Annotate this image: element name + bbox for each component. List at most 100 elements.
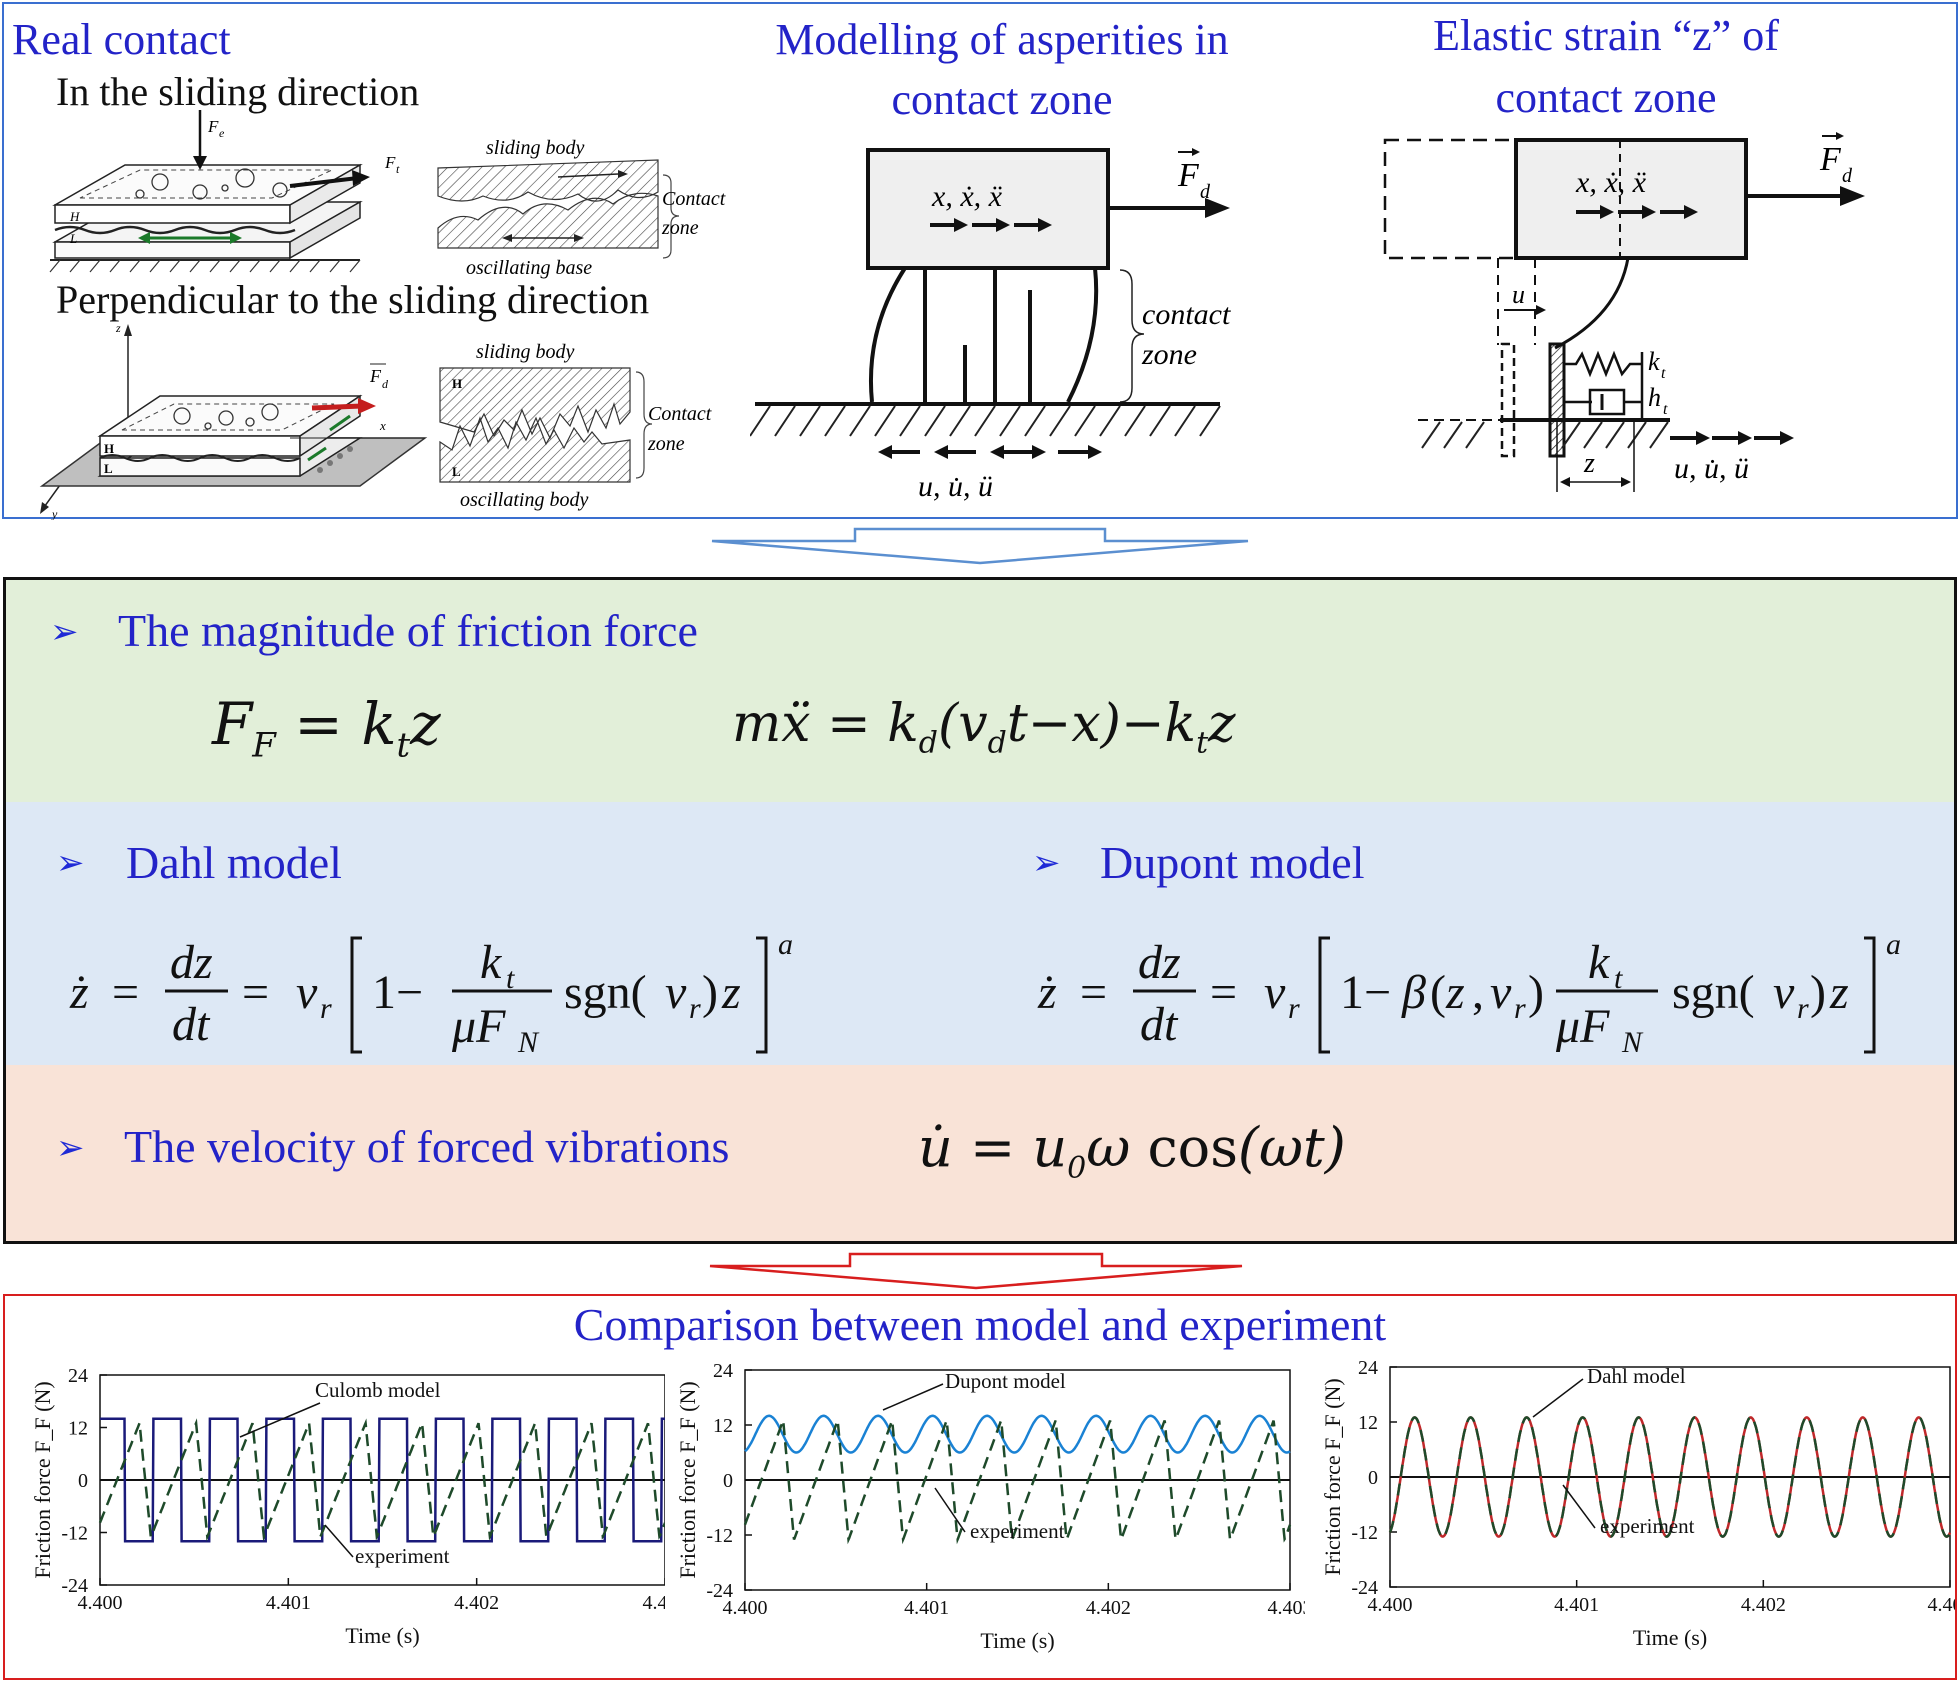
svg-text:t: t (506, 962, 515, 995)
oscillating-base-label: oscillating base (466, 257, 592, 279)
x-tick-label: 4.401 (904, 1597, 949, 1619)
comparison-panel (3, 1294, 1957, 1680)
svg-text:sgn(: sgn( (1672, 966, 1755, 1019)
velocity-equation: u̇ = u0ω cos(ωt) (918, 1116, 1346, 1186)
contact-label: Contact (662, 188, 726, 210)
l3-label: L (452, 464, 461, 479)
u-label: u (1512, 280, 1525, 309)
y-axis-label: Friction force F_F (N) (675, 1381, 700, 1578)
friction-equation-2: mẍ = kd(vdt−x)−ktz (732, 694, 1236, 761)
y-tick-label: 24 (68, 1365, 88, 1387)
y-tick-label: 0 (1368, 1467, 1378, 1489)
top-panel (2, 2, 1958, 519)
svg-text:dt: dt (1140, 998, 1179, 1051)
contact-label-2: Contact (648, 403, 712, 425)
annotation-leader (1532, 1378, 1584, 1418)
svg-text:=: = (1210, 966, 1237, 1019)
sliding-block-drawing: H L F e F t (49, 110, 400, 273)
series-line (744, 1414, 1291, 1454)
friction-section (6, 580, 1954, 802)
svg-text:ż: ż (69, 966, 89, 1019)
svg-text:d: d (1842, 165, 1853, 187)
experiment-annotation-2: experiment (970, 1519, 1065, 1543)
svg-text:z: z (1445, 966, 1465, 1019)
velocity-section (6, 1065, 1954, 1241)
elastic-strain-diagram: x, ẋ, ẍ F d u k t h t z (1383, 132, 1865, 492)
svg-text:e: e (219, 126, 225, 140)
dahl-annotation: Dahl model (1587, 1364, 1686, 1388)
svg-text:dz: dz (1138, 936, 1181, 989)
y-tick-label: 24 (713, 1360, 733, 1382)
ft-label: F (384, 153, 396, 172)
sliding-contact-detail: sliding body oscillating base Contact zo… (437, 137, 726, 279)
perpendicular-contact-detail: H L sliding body oscillating body Contac… (439, 341, 712, 511)
series-line (743, 1415, 1292, 1545)
svg-text:=: = (1080, 966, 1107, 1019)
h-label: H (69, 209, 80, 224)
svg-text:k: k (1588, 936, 1611, 989)
svg-text:t: t (1661, 365, 1666, 382)
real-contact-title: Real contact (12, 15, 231, 64)
x-axis-label: Time (s) (1633, 1625, 1707, 1650)
svg-text:v: v (1490, 966, 1512, 1019)
strain-base-label: u, u̇, ü (1674, 452, 1749, 485)
strain-box-label: x, ẋ, ẍ (1575, 166, 1647, 199)
x-tick-label: 4.402 (1741, 1594, 1786, 1616)
perpendicular-direction-label: Perpendicular to the sliding direction (56, 277, 650, 322)
contact-zone-label-2: zone (1141, 338, 1197, 371)
velocity-bullet-icon: ➢ (56, 1130, 85, 1167)
y-axis-label: Friction force F_F (N) (1320, 1378, 1345, 1575)
culomb-annotation: Culomb model (315, 1378, 441, 1402)
svg-text:): ) (702, 966, 718, 1019)
elastic-strain-title-line2: contact zone (1495, 73, 1717, 122)
x-tick-label: 4.403 (1268, 1597, 1306, 1619)
svg-text:t: t (1663, 401, 1668, 418)
svg-text:t: t (1614, 962, 1623, 995)
modelling-title-line2: contact zone (891, 75, 1113, 124)
svg-text:r: r (689, 992, 701, 1025)
x-axis-label: Time (s) (345, 1623, 419, 1648)
svg-text:r: r (320, 992, 332, 1025)
y-tick-label: -24 (61, 1575, 88, 1597)
svg-text:r: r (1514, 992, 1526, 1025)
y-tick-label: -12 (61, 1523, 88, 1545)
svg-text:): ) (1810, 966, 1826, 1019)
x-tick-label: 4.400 (1368, 1594, 1413, 1616)
svg-text:,: , (1472, 966, 1484, 1019)
svg-text:k: k (480, 936, 503, 989)
svg-text:1−: 1− (1340, 966, 1391, 1019)
zone-label-2: zone (647, 433, 685, 455)
svg-text:1−: 1− (372, 966, 423, 1019)
annotation-leader (1562, 1484, 1596, 1529)
x-axis-label: x (379, 418, 386, 433)
series-line (1388, 1416, 1952, 1538)
svg-text:v: v (1773, 966, 1795, 1019)
x-tick-label: 4.403 (643, 1592, 666, 1614)
y-tick-label: -12 (1351, 1522, 1378, 1544)
y-axis-label: Friction force F_F (N) (30, 1381, 55, 1578)
x-tick-label: 4.400 (78, 1592, 123, 1614)
sliding-body-label-2: sliding body (476, 341, 574, 363)
h2-label: H (104, 441, 114, 456)
x-tick-label: 4.402 (1086, 1597, 1131, 1619)
svg-text:r: r (1797, 992, 1809, 1025)
elastic-strain-title-line1: Elastic strain “z” of (1433, 11, 1779, 60)
down-arrow-1 (711, 527, 1249, 565)
x-axis-label: Time (s) (980, 1628, 1054, 1653)
zone-label: zone (661, 217, 699, 239)
y-tick-label: 24 (1358, 1357, 1378, 1379)
y-tick-label: 12 (68, 1418, 88, 1440)
svg-text:=: = (112, 966, 139, 1019)
svg-text:N: N (1621, 1026, 1644, 1059)
svg-text:β: β (1401, 966, 1426, 1019)
x-tick-label: 4.400 (723, 1597, 768, 1619)
svg-text:a: a (778, 928, 793, 961)
svg-text:N: N (517, 1026, 540, 1059)
y-axis-label: y (51, 507, 58, 520)
friction-heading: The magnitude of friction force (118, 605, 698, 656)
x-tick-label: 4.402 (454, 1592, 499, 1614)
svg-text:ż: ż (1037, 966, 1057, 1019)
y-tick-label: 12 (713, 1415, 733, 1437)
perpendicular-block-drawing: H L z x y F d (39, 321, 428, 520)
